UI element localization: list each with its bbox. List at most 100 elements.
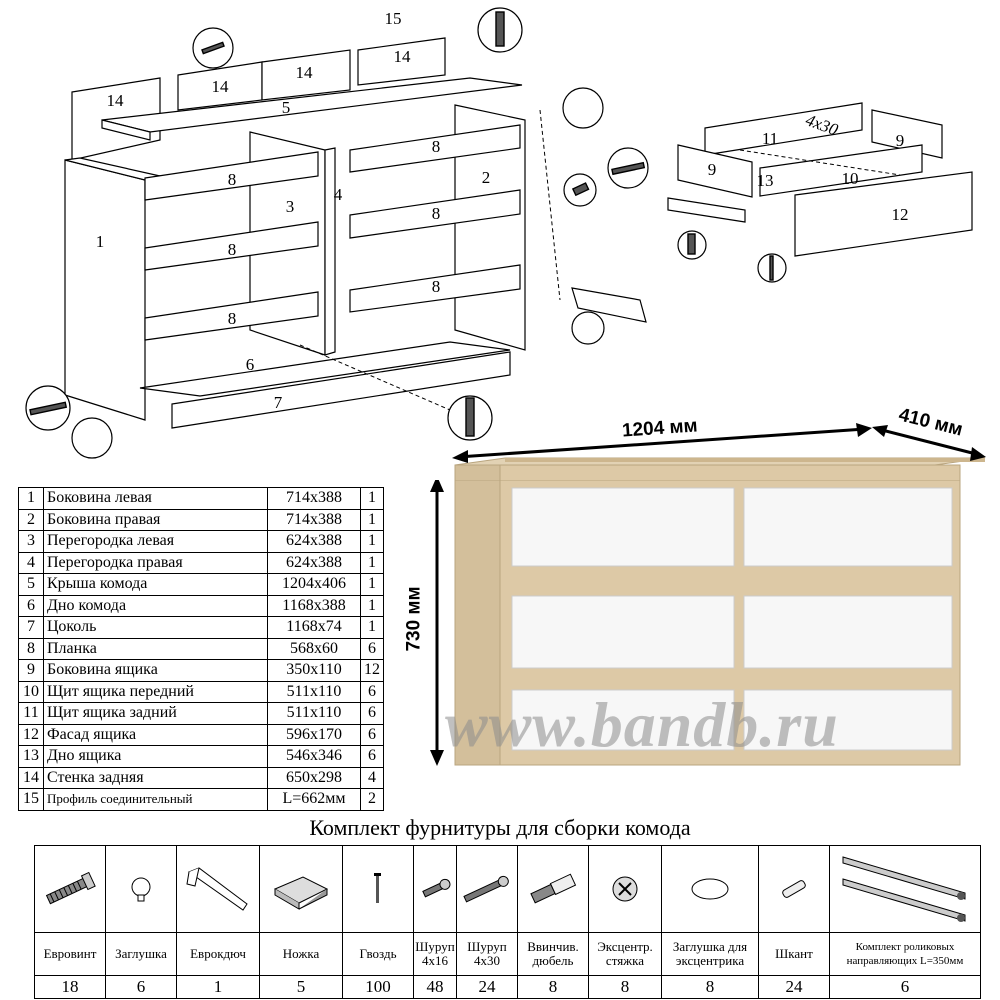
label-15: 15 (385, 9, 402, 28)
bottom-panel (139, 341, 511, 397)
part-name: Стенка задняя (43, 766, 268, 789)
part-name: Боковина левая (43, 487, 268, 510)
part-name: Цоколь (43, 616, 268, 639)
callout-cam (562, 87, 604, 129)
part-qty: 4 (360, 766, 384, 789)
back-panel-4 (357, 37, 446, 86)
part-number: 15 (18, 788, 44, 811)
part-qty: 1 (360, 616, 384, 639)
part-name: Боковина правая (43, 508, 268, 531)
part-name: Перегородка левая (43, 530, 268, 553)
part-name: Фасад ящика (43, 723, 268, 746)
label-12: 12 (892, 205, 909, 224)
drawer-front-5 (511, 689, 735, 751)
rail-5 (349, 189, 521, 239)
kit-label: Шкант (758, 932, 830, 976)
drawer-facade (794, 171, 973, 257)
label-4: 4 (334, 185, 343, 204)
plinth-panel (171, 351, 511, 429)
foot-icon (259, 845, 343, 933)
label-8-c: 8 (228, 309, 237, 328)
part-number: 13 (18, 745, 44, 768)
side-left-panel (64, 159, 146, 421)
label-14-b: 14 (212, 77, 230, 96)
cap-icon (105, 845, 177, 933)
hex-key-icon (176, 845, 260, 933)
part-name: Щит ящика передний (43, 680, 268, 703)
label-8-f: 8 (432, 277, 441, 296)
kit-label: Шуруп 4х30 (456, 932, 518, 976)
label-10: 10 (842, 169, 859, 188)
rail-6 (349, 264, 521, 313)
part-qty: 1 (360, 551, 384, 574)
dowel-icon (517, 845, 589, 933)
part-size: 350x110 (267, 659, 361, 682)
part-qty: 6 (360, 637, 384, 660)
part-name: Крыша комода (43, 573, 268, 596)
part-name: Планка (43, 637, 268, 660)
rail-3 (144, 291, 319, 341)
kit-count: 48 (413, 975, 457, 999)
kit-label: Еврокдюч (176, 932, 260, 976)
part-number: 11 (18, 702, 44, 725)
kit-label: Шуруп 4х16 (413, 932, 457, 976)
nail-icon (342, 845, 414, 933)
kit-count: 6 (105, 975, 177, 999)
part-size: 596x170 (267, 723, 361, 746)
label-9-b: 9 (708, 160, 717, 179)
part-qty: 6 (360, 723, 384, 746)
cam-lock-icon (588, 845, 662, 933)
partition-left-edge (324, 147, 336, 356)
part-qty: 1 (360, 594, 384, 617)
part-number: 3 (18, 530, 44, 553)
part-number: 10 (18, 680, 44, 703)
kit-count: 24 (758, 975, 830, 999)
part-number: 9 (18, 659, 44, 682)
cam-cap-icon (661, 845, 759, 933)
part-qty: 6 (360, 745, 384, 768)
part-size: 714x388 (267, 487, 361, 510)
kit-label: Ножка (259, 932, 343, 976)
top-panel-edge (101, 119, 151, 141)
kit-label: Заглушка (105, 932, 177, 976)
part-size: 714x388 (267, 508, 361, 531)
part-number: 7 (18, 616, 44, 639)
label-14-c: 14 (296, 63, 314, 82)
kit-count: 8 (661, 975, 759, 999)
label-5: 5 (282, 98, 291, 117)
kit-count: 8 (517, 975, 589, 999)
kit-count: 24 (456, 975, 518, 999)
screw-short-icon (413, 845, 457, 933)
part-size: 568x60 (267, 637, 361, 660)
screw-long-icon (456, 845, 518, 933)
wood-dowel-icon (758, 845, 830, 933)
kit-count: 1 (176, 975, 260, 999)
part-name: Щит ящика задний (43, 702, 268, 725)
part-size: 624x388 (267, 530, 361, 553)
part-size: 624x388 (267, 551, 361, 574)
kit-count: 100 (342, 975, 414, 999)
part-qty: 1 (360, 508, 384, 531)
drawer-back (704, 102, 863, 156)
part-number: 12 (18, 723, 44, 746)
drawer-side-right (871, 109, 943, 159)
kit-count: 18 (34, 975, 106, 999)
kit-label: Евровинт (34, 932, 106, 976)
dresser-lower (430, 480, 961, 766)
kit-count: 6 (829, 975, 981, 999)
drawer-side-left (677, 144, 753, 198)
part-size: 1204x406 (267, 573, 361, 596)
label-9-a: 9 (896, 131, 905, 150)
part-qty: 1 (360, 573, 384, 596)
label-6: 6 (246, 355, 255, 374)
dimension-arrows (452, 423, 986, 463)
